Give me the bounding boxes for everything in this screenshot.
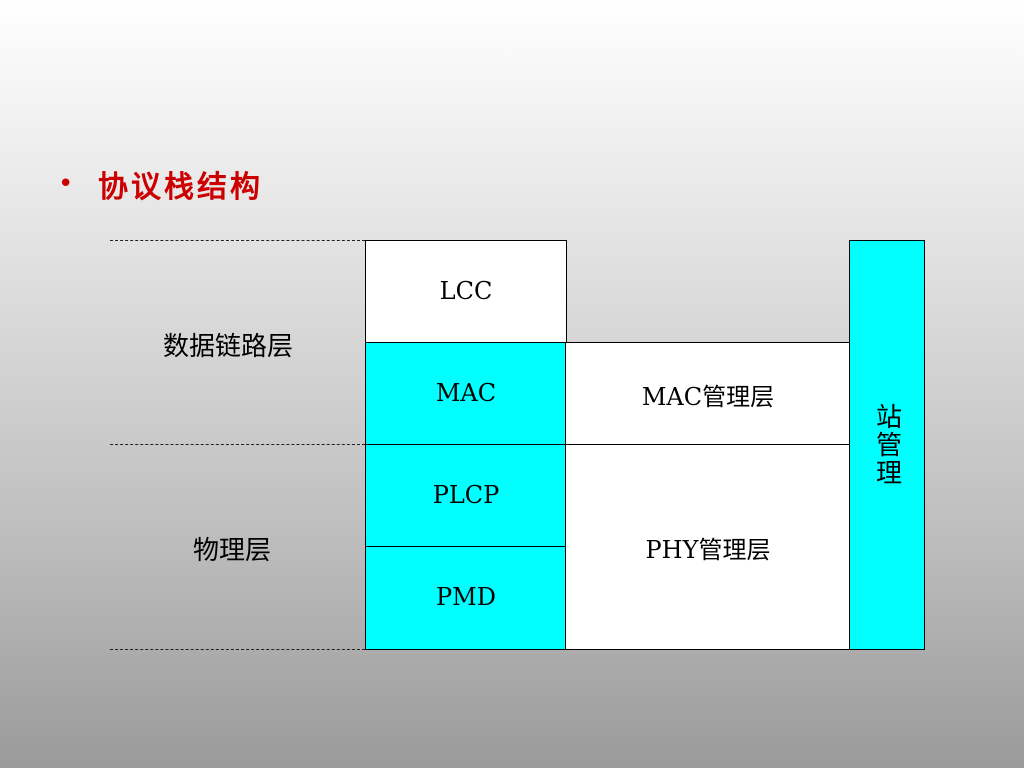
dashed-divider-top: [110, 240, 365, 241]
mac-management-label: MAC管理层: [641, 382, 775, 411]
llc-label: LCC: [439, 277, 493, 305]
physical-layer-label: 物理层: [193, 536, 272, 566]
phy-management-box: PHY管理层: [565, 444, 851, 650]
mac-box: MAC: [365, 342, 567, 446]
station-management-label: 站管理: [871, 403, 902, 487]
pmd-box: PMD: [365, 546, 567, 650]
pmd-label: PMD: [436, 583, 496, 611]
slide-title-row: • 协议栈结构: [58, 164, 263, 205]
data-link-layer-label: 数据链路层: [163, 332, 294, 362]
bullet-icon: •: [58, 169, 74, 199]
dashed-divider-middle: [110, 444, 365, 445]
plcp-box: PLCP: [365, 444, 567, 548]
mac-management-box: MAC管理层: [565, 342, 851, 446]
plcp-label: PLCP: [432, 481, 500, 509]
phy-management-label: PHY管理层: [645, 535, 771, 564]
llc-box: LCC: [365, 240, 567, 344]
slide-title: 协议栈结构: [98, 170, 263, 205]
dashed-divider-bottom: [110, 649, 365, 650]
station-management-box: 站管理: [849, 240, 925, 650]
mac-label: MAC: [435, 379, 497, 407]
